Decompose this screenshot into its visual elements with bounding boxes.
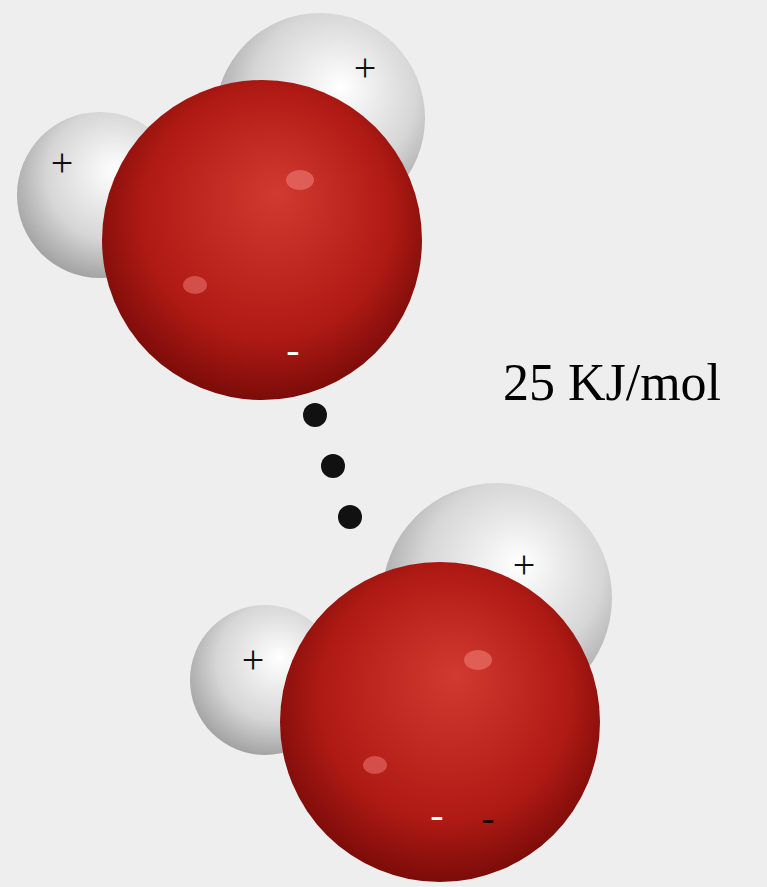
energy-label: 25 KJ/mol — [503, 357, 721, 409]
bond-dot — [303, 403, 327, 427]
charge-sign: - — [286, 330, 299, 370]
highlight — [464, 650, 492, 670]
charge-sign: + — [513, 545, 536, 585]
oxygen-atom — [280, 562, 600, 882]
charge-sign: - — [430, 795, 443, 835]
bond-dot — [321, 454, 345, 478]
highlight — [363, 756, 387, 774]
bond-dot — [338, 505, 362, 529]
charge-sign: + — [354, 48, 377, 88]
oxygen-atom — [102, 80, 422, 400]
highlight — [286, 170, 314, 190]
highlight — [183, 276, 207, 294]
charge-sign: + — [51, 143, 74, 183]
charge-sign: + — [242, 640, 265, 680]
charge-sign: - — [481, 798, 494, 838]
